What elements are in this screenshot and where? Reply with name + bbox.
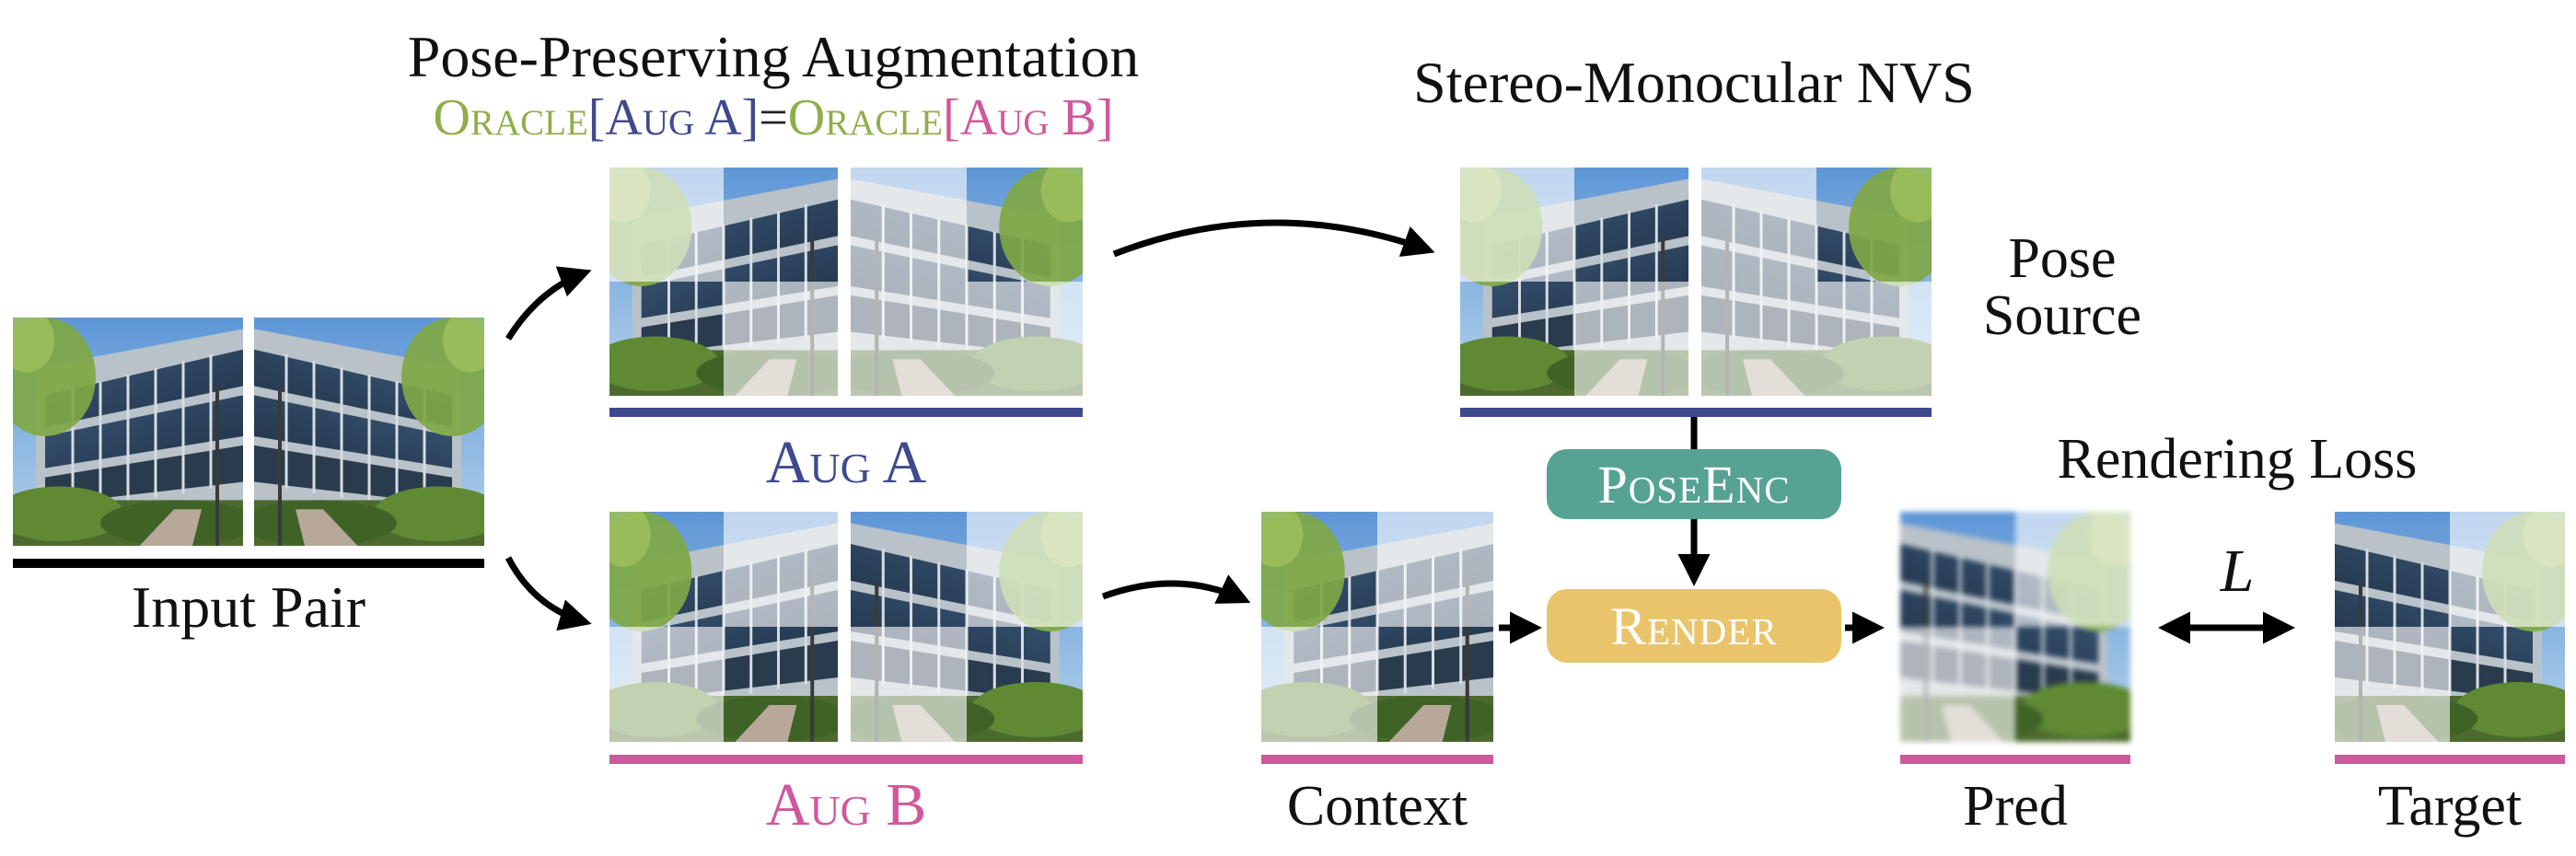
input-image-left — [13, 318, 243, 546]
pred-image — [1900, 512, 2130, 742]
pose-source-bar — [1460, 408, 1932, 417]
oracle-formula: Oracle[Aug A]=Oracle[Aug B] — [350, 92, 1197, 144]
pose-source-image-left — [1460, 168, 1688, 396]
aug-b-image-right — [851, 512, 1083, 742]
pred-bar — [1900, 755, 2130, 764]
building-photo — [254, 318, 484, 546]
aug-a-image-left — [609, 168, 838, 396]
bracket-open-2: [ — [943, 89, 960, 146]
input-pair-bar — [13, 559, 484, 568]
aug-a-bar — [609, 408, 1083, 417]
aug-a-image-right — [851, 168, 1083, 396]
oracle-aug-b: Aug B — [959, 89, 1097, 146]
aug-b-image-left — [609, 512, 838, 742]
nvs-title: Stereo-Monocular NVS — [1413, 50, 1975, 115]
aug-b-bar — [609, 755, 1083, 764]
context-bar — [1261, 755, 1493, 764]
aug-b-label: Aug B — [765, 771, 927, 839]
arrow-icon — [1101, 574, 1251, 604]
target-label: Target — [2377, 775, 2523, 838]
pose-enc-box: PoseEnc — [1547, 449, 1841, 519]
augmentation-title: Pose-Preserving Augmentation — [407, 24, 1140, 89]
pose-source-image-right — [1701, 168, 1932, 396]
bracket-close-1: ] — [741, 89, 760, 146]
arrow-icon — [505, 556, 592, 631]
equals-sign: = — [759, 89, 788, 146]
building-photo — [13, 318, 243, 546]
loss-symbol: L — [2220, 538, 2255, 605]
arrow-icon — [1112, 219, 1435, 258]
target-image — [2335, 512, 2565, 742]
bracket-close-2: ] — [1096, 89, 1114, 146]
render-box: Render — [1547, 589, 1841, 663]
input-pair-label: Input Pair — [131, 574, 366, 640]
aug-a-label: Aug A — [765, 429, 927, 496]
context-image — [1261, 512, 1493, 742]
pred-label: Pred — [1963, 775, 2068, 838]
rendering-loss-title: Rendering Loss — [2057, 428, 2418, 491]
pose-source-label-line2: Source — [1982, 284, 2142, 347]
input-image-right — [254, 318, 484, 546]
oracle-1: Oracle — [433, 89, 588, 146]
oracle-2: Oracle — [787, 89, 944, 146]
bracket-open-1: [ — [587, 89, 606, 146]
arrow-icon — [505, 266, 592, 341]
context-label: Context — [1286, 775, 1468, 838]
target-bar — [2335, 755, 2565, 764]
pose-source-label-line1: Pose — [2008, 227, 2117, 290]
oracle-aug-a: Aug A — [605, 89, 742, 146]
